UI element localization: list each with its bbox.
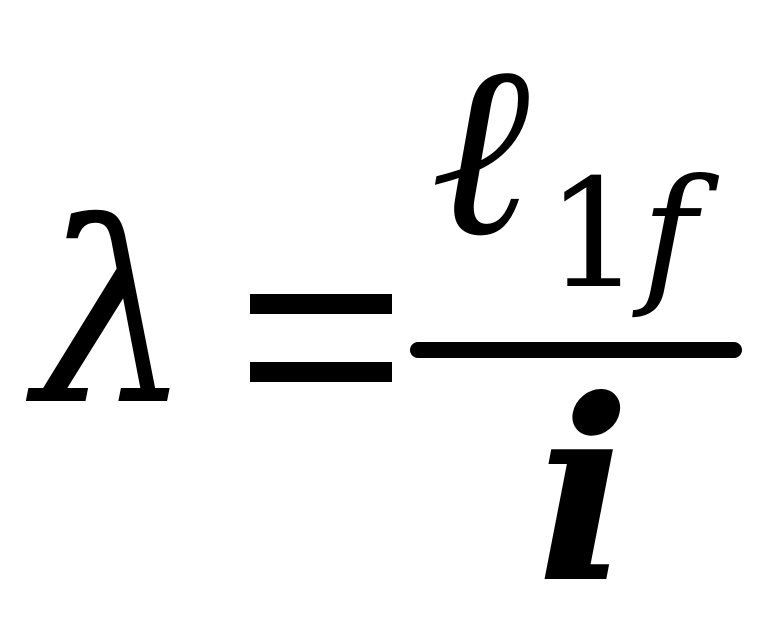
equals-bar-top (250, 294, 392, 314)
subscript-variable: f (641, 148, 697, 322)
lambda-symbol: λ (34, 169, 193, 460)
equals-bar-bottom (250, 362, 392, 382)
fraction-bar (410, 342, 742, 358)
subscript-digit: 1 (546, 148, 642, 322)
ell-symbol: ℓ (430, 10, 530, 290)
equals-sign (250, 294, 392, 384)
numerator-subscript: 1f (546, 160, 697, 310)
fraction-denominator: i (536, 344, 631, 638)
